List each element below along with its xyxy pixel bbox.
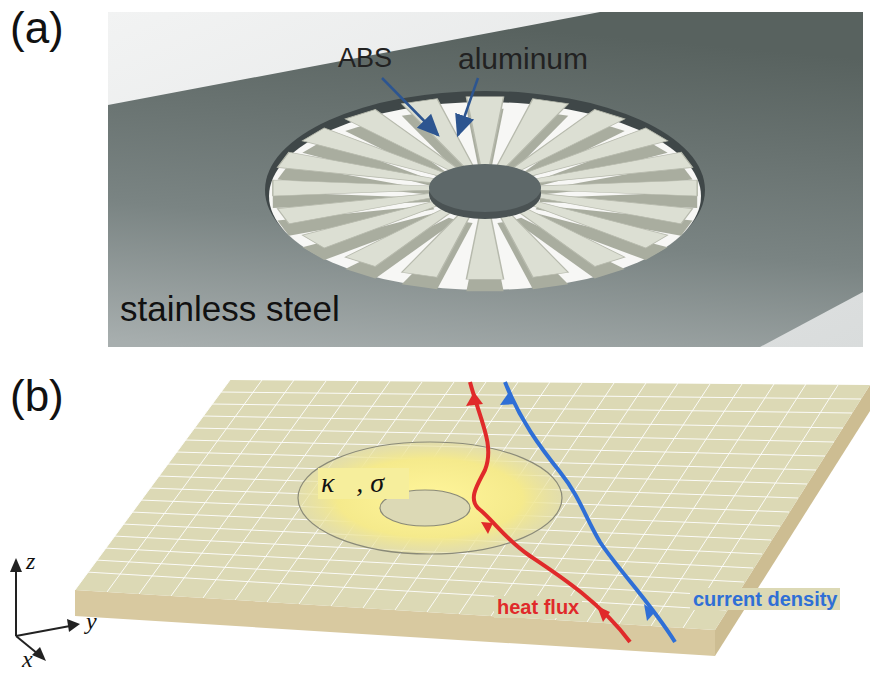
panel-label: (a) — [10, 4, 64, 52]
material-label: ABS — [338, 44, 392, 74]
flow-label: heat flux — [494, 596, 582, 618]
panel-label: (b) — [10, 372, 64, 420]
panel-a-render — [108, 12, 863, 347]
material-label: stainless steel — [120, 290, 340, 329]
flow-label: current density — [690, 588, 840, 610]
material-label: aluminum — [458, 42, 588, 75]
axis-label: y — [86, 608, 97, 634]
axis-label: x — [22, 646, 33, 672]
panel-b-slab — [10, 380, 870, 661]
axis-label: z — [26, 548, 35, 574]
property-label: κ⃗, σ⃗ — [318, 468, 409, 499]
